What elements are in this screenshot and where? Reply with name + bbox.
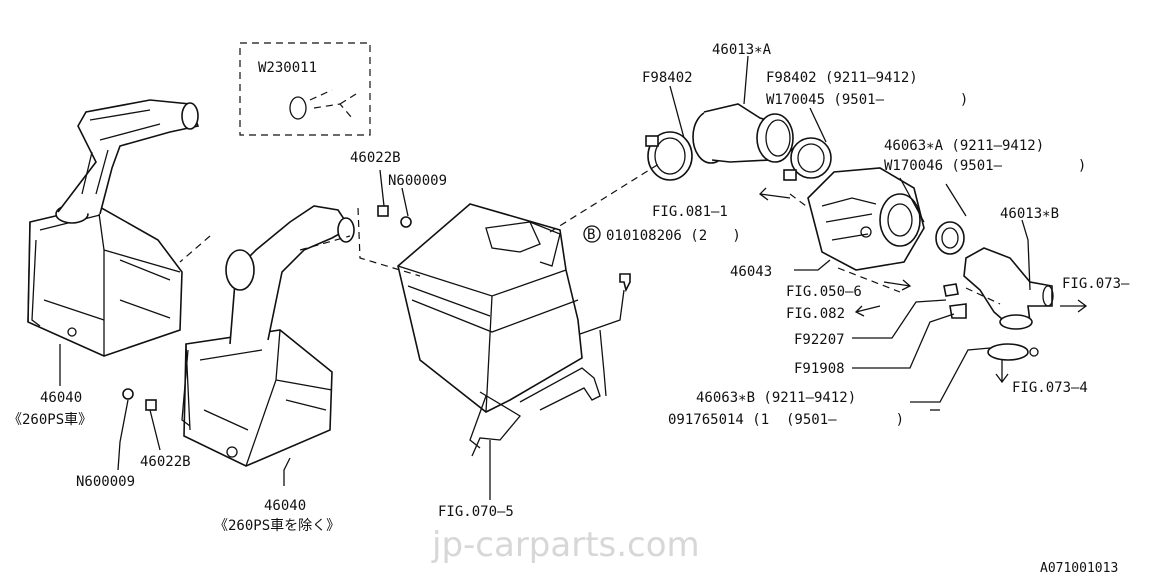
part-labels: W230011 46013∗A F98402 F98402 (9211–9412… xyxy=(8,42,1130,534)
label-46022b-bottom: 46022B xyxy=(140,454,191,470)
label-w170045: W170045 (9501– ) xyxy=(766,92,968,108)
label-46063a: 46063∗A (9211–9412) xyxy=(884,138,1044,154)
label-f91908: F91908 xyxy=(794,361,845,377)
label-260ps-excl-note: 《260PS車を除く》 xyxy=(214,517,340,534)
label-46040-bottom: 46040 xyxy=(264,498,306,514)
resonator-46040-non-260ps xyxy=(181,205,355,467)
label-46063b: 46063∗B (9211–9412) xyxy=(696,390,856,406)
air-intake-duct-46013a xyxy=(645,103,832,181)
label-fig082: FIG.082 xyxy=(786,306,845,322)
leader-lines xyxy=(59,55,1031,500)
label-f98402-years: F98402 (9211–9412) xyxy=(766,70,918,86)
label-bolt-010108206: 010108206 (2 ) xyxy=(606,228,741,244)
label-b-circle: B xyxy=(587,227,595,243)
label-f98402-top: F98402 xyxy=(642,70,693,86)
resonator-46040-260ps xyxy=(27,99,200,357)
label-w230011: W230011 xyxy=(258,60,317,76)
label-46022b-top: 46022B xyxy=(350,150,401,166)
air-cleaner-case xyxy=(397,203,601,457)
label-260ps-note: 《260PS車》 xyxy=(8,411,92,428)
label-091765014: 091765014 (1 (9501– ) xyxy=(668,412,904,428)
label-46043: 46043 xyxy=(730,264,772,280)
label-fig073-right: FIG.073– xyxy=(1062,276,1130,292)
label-fig050: FIG.050–6 xyxy=(786,284,862,300)
air-hose-46013b xyxy=(935,221,1054,361)
label-46013b: 46013∗B xyxy=(1000,206,1059,222)
label-f92207: F92207 xyxy=(794,332,845,348)
label-fig070: FIG.070–5 xyxy=(438,504,514,520)
label-w170046: W170046 (9501– ) xyxy=(884,158,1086,174)
diagram-drawing xyxy=(27,42,1088,500)
bolt-b-circle xyxy=(583,225,601,243)
label-fig081: FIG.081–1 xyxy=(652,204,728,220)
watermark: jp-carparts.com xyxy=(431,525,700,565)
reference-arrows xyxy=(759,187,1088,384)
air-flow-housing-46043 xyxy=(807,167,925,271)
label-n600009-bottom: N600009 xyxy=(76,474,135,490)
diagram-code: A071001013 xyxy=(1040,561,1118,576)
label-46013a: 46013∗A xyxy=(712,42,772,58)
label-fig073-4: FIG.073–4 xyxy=(1012,380,1088,396)
label-n600009-top: N600009 xyxy=(388,173,447,189)
detail-box-w230011 xyxy=(239,42,371,136)
label-46040-left: 46040 xyxy=(40,390,82,406)
grommets-fasteners xyxy=(122,205,631,411)
